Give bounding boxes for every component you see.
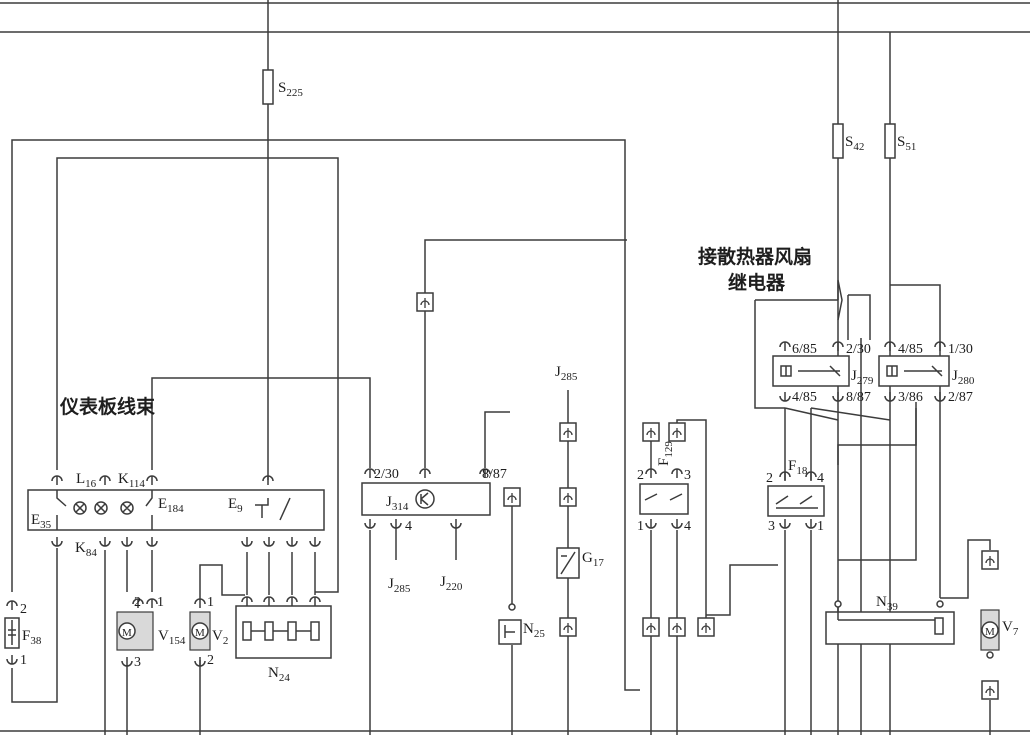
fan-relay-label-line1: 接散热器风扇 — [698, 245, 812, 268]
motor-v2: M — [189, 598, 211, 667]
pin-j314-230: 2/30 — [374, 467, 399, 482]
pin-v2-2: 2 — [207, 653, 214, 668]
label-l16: L16 — [76, 471, 97, 490]
resistor-n24 — [235, 596, 332, 659]
label-j285-b: J285 — [555, 364, 578, 383]
svg-text:M: M — [122, 627, 132, 639]
pin-j280-386: 3/86 — [898, 390, 923, 405]
pin-j279-685: 6/85 — [792, 342, 817, 357]
label-v7: V7 — [1002, 619, 1019, 638]
pin-f129-1: 1 — [637, 519, 644, 534]
fan-relay-label-line2: 继电器 — [728, 271, 786, 294]
pin-j279-887: 8/87 — [846, 390, 871, 405]
pin-f129-2: 2 — [637, 468, 644, 483]
label-v154: V154 — [158, 628, 186, 647]
sensor-g17 — [556, 422, 580, 637]
label-e9: E9 — [228, 496, 243, 515]
pin-v154-2: 2 — [134, 595, 141, 610]
switch-f129 — [416, 292, 715, 637]
pin-f129-3: 3 — [684, 468, 691, 483]
switch-f18 — [767, 471, 825, 529]
relay-j279 — [772, 341, 850, 402]
label-k84: K84 — [75, 540, 97, 559]
label-e35: E35 — [31, 512, 52, 531]
pin-v2-1: 1 — [207, 595, 214, 610]
fuse-f38 — [4, 600, 20, 665]
pin-j280-130: 1/30 — [948, 342, 973, 357]
instrument-harness-label: 仪表板线束 — [59, 395, 156, 418]
label-n25: N25 — [523, 621, 545, 640]
fuse-s51 — [884, 32, 896, 338]
label-j279: J279 — [851, 368, 874, 387]
label-s51: S51 — [897, 134, 916, 153]
pin-j314-4: 4 — [405, 519, 412, 534]
pin-j279-485: 4/85 — [792, 390, 817, 405]
pin-f18-2: 2 — [766, 471, 773, 486]
label-j285-a: J285 — [388, 576, 411, 595]
pin-j314-887: 8/87 — [482, 467, 507, 482]
pin-f18-1: 1 — [817, 519, 824, 534]
fan-motor-v7: M — [980, 550, 1000, 700]
pin-j280-287: 2/87 — [948, 390, 973, 405]
relay-j280 — [878, 341, 950, 402]
instrument-cluster — [27, 475, 325, 547]
resistor-n39 — [825, 600, 955, 645]
fuse-s42 — [832, 0, 844, 338]
pin-f18-4: 4 — [817, 471, 824, 486]
relay-j314 — [361, 468, 491, 529]
label-s225: S225 — [278, 80, 303, 99]
wires — [11, 139, 991, 735]
label-e184: E184 — [158, 496, 184, 515]
label-s42: S42 — [845, 134, 864, 153]
pin-j279-230: 2/30 — [846, 342, 871, 357]
label-k114: K114 — [118, 471, 145, 490]
label-j314: J314 — [386, 494, 409, 513]
label-f18: F18 — [788, 458, 808, 477]
label-j220: J220 — [440, 574, 463, 593]
pin-f18-3: 3 — [768, 519, 775, 534]
pin-j280-485: 4/85 — [898, 342, 923, 357]
pin-v154-1: 1 — [157, 595, 164, 610]
pin-v154-3: 3 — [134, 655, 141, 670]
label-g17: G17 — [582, 550, 604, 569]
valve-n25 — [498, 487, 522, 645]
pin-f38-bottom: 1 — [20, 653, 27, 668]
label-f38: F38 — [22, 628, 42, 647]
label-j280: J280 — [952, 368, 975, 387]
label-n39: N39 — [876, 594, 898, 613]
motor-v154: M — [116, 598, 158, 667]
label-n24: N24 — [268, 665, 290, 684]
fuse-s225 — [262, 0, 274, 486]
pin-f129-4: 4 — [684, 519, 691, 534]
svg-text:M: M — [195, 627, 205, 639]
pin-f38-top: 2 — [20, 602, 27, 617]
label-v2: V2 — [212, 628, 228, 647]
svg-text:M: M — [985, 626, 995, 638]
label-f129: F129 — [656, 441, 675, 466]
